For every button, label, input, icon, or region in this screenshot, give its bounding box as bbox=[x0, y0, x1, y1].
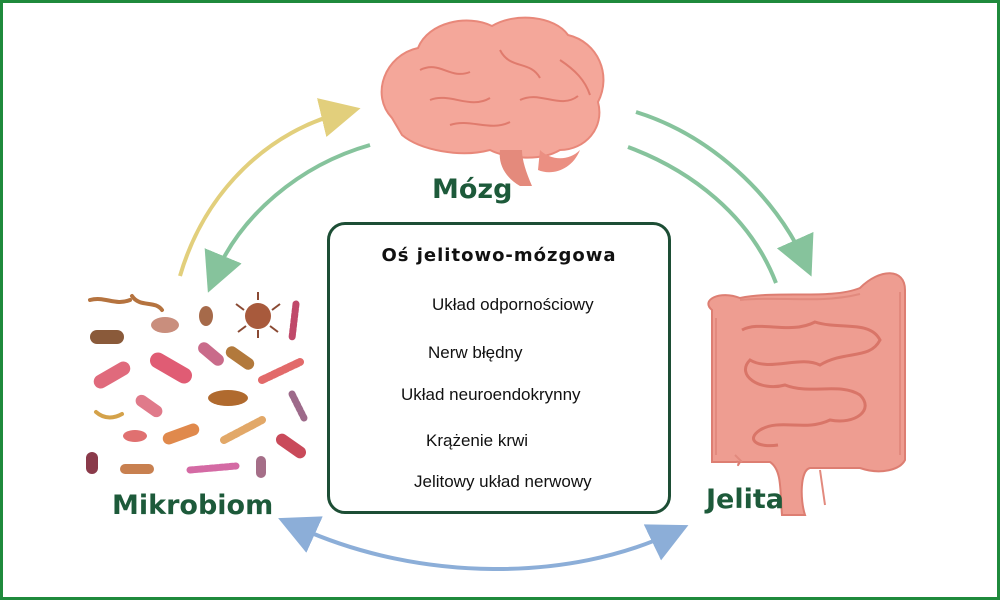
item-vagus-nerve: Nerw błędny bbox=[428, 343, 523, 362]
gut-label: Jelita bbox=[706, 484, 784, 515]
brain-illustration bbox=[380, 16, 605, 186]
gut-brain-axis-panel: Oś jelitowo-mózgowa Układ odpornościowy … bbox=[327, 222, 671, 514]
arrow-brain-to-microbiome bbox=[204, 143, 371, 293]
item-enteric-nervous-system: Jelitowy układ nerwowy bbox=[414, 472, 592, 491]
arrow-brain-to-gut-inner bbox=[627, 145, 778, 284]
microbiome-illustration bbox=[86, 292, 308, 478]
item-immune-system: Układ odpornościowy bbox=[432, 295, 594, 314]
arrow-microbiome-gut-bidirectional bbox=[278, 516, 689, 571]
item-neuroendocrine-system: Układ neuroendokrynny bbox=[401, 385, 581, 404]
arrow-microbiome-to-brain bbox=[178, 98, 361, 277]
microbiome-label: Mikrobiom bbox=[112, 490, 274, 521]
item-blood-circulation: Krążenie krwi bbox=[426, 431, 529, 450]
panel-title: Oś jelitowo-mózgowa bbox=[381, 245, 617, 266]
arrow-brain-to-gut-outer bbox=[635, 110, 814, 277]
brain-label: Mózg bbox=[432, 174, 513, 205]
intestines-illustration bbox=[707, 272, 906, 516]
